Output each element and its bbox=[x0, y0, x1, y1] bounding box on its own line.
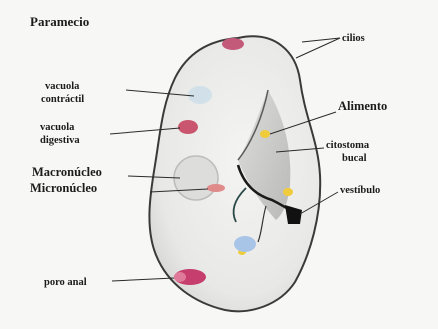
label-vacuola-digestiva-1: vacuola bbox=[40, 122, 75, 133]
diagram-title: Paramecio bbox=[30, 14, 89, 29]
label-alimento: Alimento bbox=[338, 99, 387, 113]
label-citostoma-1: citostoma bbox=[326, 140, 370, 151]
label-citostoma-2: bucal bbox=[342, 153, 367, 164]
label-poro-anal: poro anal bbox=[44, 277, 87, 288]
leader-cilios-2 bbox=[296, 38, 340, 58]
label-macronucleo: Macronúcleo bbox=[32, 165, 102, 179]
leader-poro-anal bbox=[112, 278, 174, 281]
contractile-vacuole bbox=[188, 86, 212, 104]
food-vacuole-blue bbox=[234, 236, 256, 252]
label-vestibulo: vestíbulo bbox=[340, 185, 380, 196]
macronucleus bbox=[174, 156, 218, 200]
label-vacuola-contractil-2: contráctil bbox=[41, 94, 84, 105]
contractile-vacuole-top bbox=[222, 38, 244, 50]
label-vacuola-contractil-1: vacuola bbox=[45, 81, 80, 92]
label-cilios: cilios bbox=[342, 33, 365, 44]
food-particle-1 bbox=[260, 130, 270, 138]
leader-cilios bbox=[302, 38, 340, 42]
label-micronucleo: Micronúcleo bbox=[30, 181, 97, 195]
digestive-vacuole bbox=[178, 120, 198, 134]
micronucleus bbox=[207, 184, 225, 192]
anal-pore-inner bbox=[174, 272, 186, 282]
label-vacuola-digestiva-2: digestiva bbox=[40, 135, 80, 146]
food-particle-2 bbox=[283, 188, 293, 196]
